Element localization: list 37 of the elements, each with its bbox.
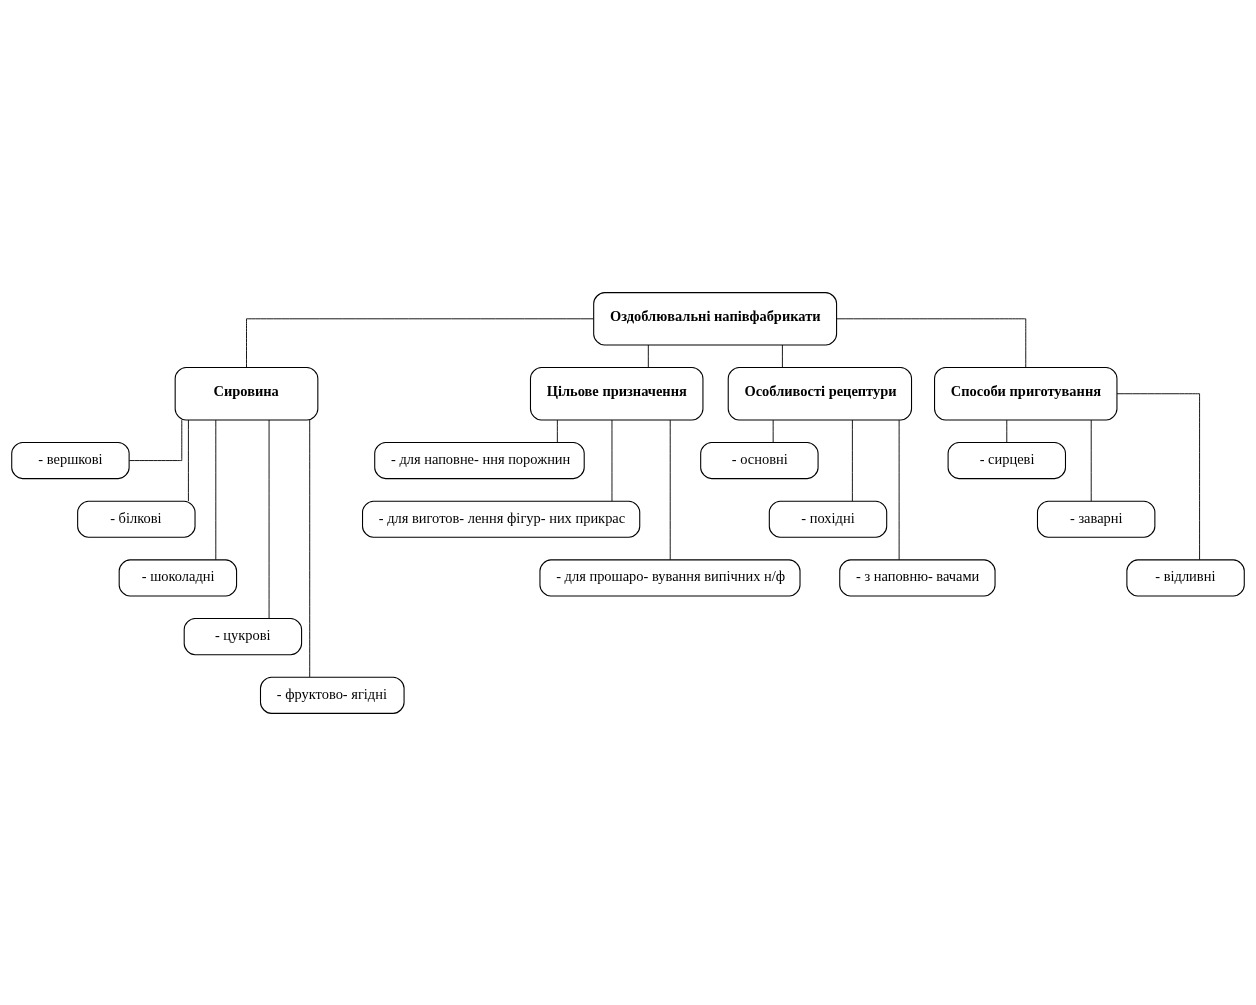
connector [851, 419, 853, 502]
connector [128, 419, 183, 461]
node-box: - основні [700, 441, 819, 479]
connector [1090, 419, 1092, 502]
connector [781, 344, 783, 368]
connector [309, 419, 311, 677]
connector [268, 419, 270, 619]
connector [647, 344, 649, 368]
connector [1006, 419, 1008, 443]
node-box: Сировина [174, 366, 319, 420]
connector [556, 419, 558, 443]
node-box: - для виготов- лення фігур- них прикрас [362, 500, 641, 538]
connector [246, 317, 594, 368]
node-box: - для наповне- ння порожнин [374, 441, 585, 479]
node-box: - білкові [77, 500, 196, 538]
node-box: Цільове призначення [529, 366, 704, 420]
node-box: - заварні [1036, 500, 1156, 538]
node-box: - фруктово- ягідні [259, 676, 405, 714]
connector [669, 419, 671, 560]
connector [1116, 392, 1200, 560]
node-box: - шоколадні [118, 558, 238, 597]
node-box: - похідні [768, 500, 888, 538]
node-box: - відливні [1126, 558, 1245, 597]
node-box: - цукрові [183, 617, 303, 655]
node-box: Оздоблювальні напівфабрикати [593, 291, 838, 346]
node-box: Способи приготування [934, 366, 1118, 420]
node-box: - вершкові [11, 441, 130, 479]
connector [215, 419, 217, 560]
connector [836, 317, 1027, 368]
connector [187, 419, 189, 502]
connector [898, 419, 900, 560]
node-box: - з наповню- вачами [839, 558, 996, 597]
node-box: Особливості рецептури [727, 366, 913, 420]
connector [772, 419, 774, 443]
node-box: - сирцеві [947, 441, 1066, 479]
node-box: - для прошаро- вування випічних н/ф [539, 558, 801, 597]
connector [611, 419, 613, 502]
